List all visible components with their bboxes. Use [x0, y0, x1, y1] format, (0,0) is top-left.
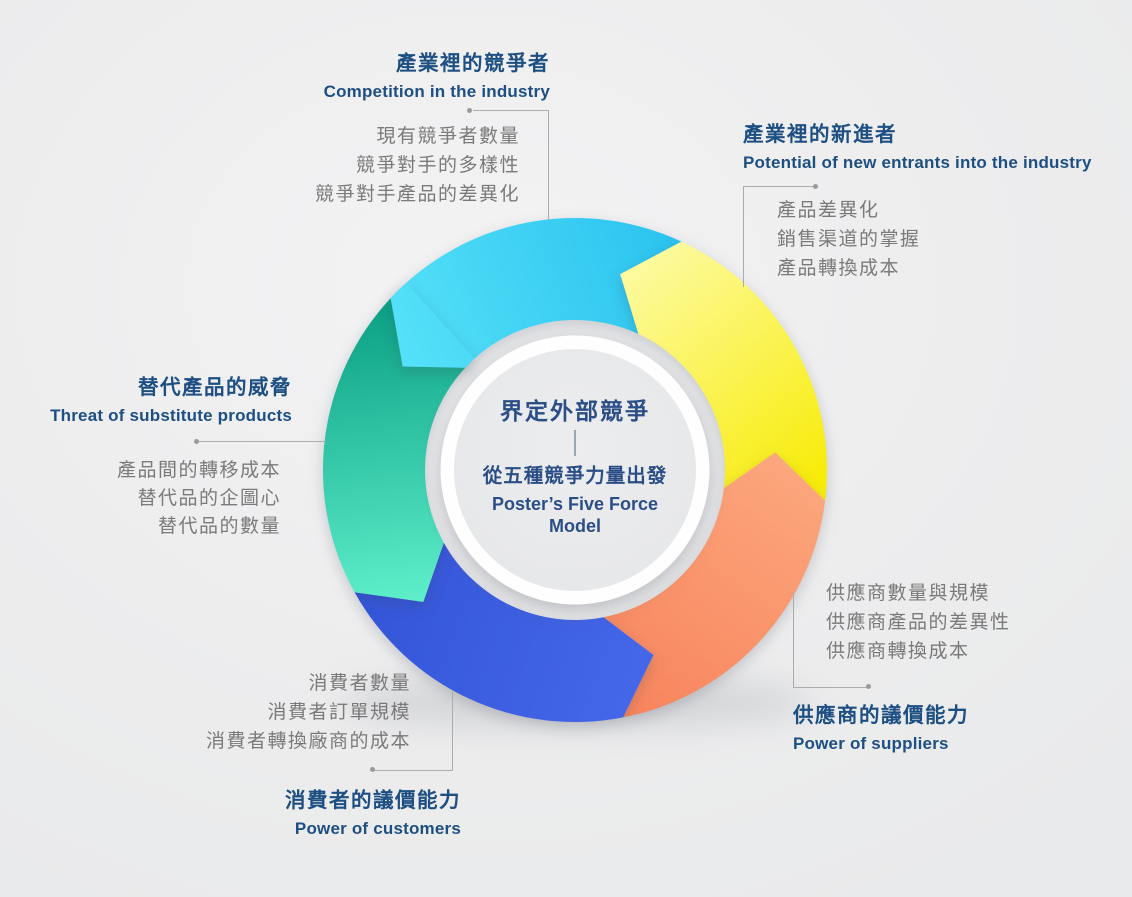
force-item: 消費者轉換廠商的成本: [205, 731, 411, 752]
force-item: 產品間的轉移成本: [116, 460, 281, 481]
force-title-zh-competition: 產業裡的競爭者: [396, 52, 550, 75]
center-divider-line: [574, 430, 576, 456]
force-item: 供應商轉換成本: [826, 641, 970, 662]
force-title-zh-new-entrants: 產業裡的新進者: [743, 123, 897, 146]
center-text-block: 界定外部競爭 從五種競爭力量出發 Poster’s Five Force Mod…: [445, 399, 705, 537]
force-title-zh-substitutes: 替代產品的威脅: [138, 376, 292, 399]
force-group-new-entrants: 產業裡的新進者 Potential of new entrants into t…: [743, 121, 1092, 174]
force-item: 替代品的企圖心: [137, 488, 281, 509]
force-item: 供應商數量與規模: [826, 583, 991, 604]
force-title-zh-suppliers: 供應商的議價能力: [793, 704, 969, 727]
center-circle: [454, 349, 696, 591]
segment-substitutes-arrow: [322, 298, 466, 602]
segment-new-entrants-arrow: [620, 241, 827, 501]
segment-suppliers-arrow: [603, 452, 826, 718]
segment-customers-arrow: [354, 542, 654, 723]
force-item: 供應商產品的差異性: [826, 612, 1011, 633]
connector-dot-new-entrants: [813, 184, 818, 189]
force-title-en-suppliers: Power of suppliers: [793, 734, 949, 753]
force-items-new-entrants: 產品差異化 銷售渠道的掌握 產品轉換成本: [777, 196, 921, 283]
connector-dot-competition: [467, 108, 472, 113]
force-group-substitutes: 替代產品的威脅 Threat of substitute products: [0, 374, 292, 427]
force-items-suppliers: 供應商數量與規模 供應商產品的差異性 供應商轉換成本: [826, 579, 1011, 666]
force-item: 現有競爭者數量: [376, 126, 520, 147]
segment-competition-arrow: [390, 217, 682, 368]
force-items-customers: 消費者數量 消費者訂單規模 消費者轉換廠商的成本: [91, 669, 411, 756]
connector-dot-customers: [370, 767, 375, 772]
force-group-suppliers: 供應商的議價能力 Power of suppliers: [793, 702, 969, 755]
force-item: 替代品的數量: [157, 516, 281, 537]
connector-dot-substitutes: [194, 439, 199, 444]
force-title-en-customers: Power of customers: [294, 819, 461, 838]
force-title-en-competition: Competition in the industry: [323, 82, 550, 101]
force-title-zh-customers: 消費者的議價能力: [285, 789, 461, 812]
force-item: 銷售渠道的掌握: [777, 229, 921, 250]
force-items-competition: 現有競爭者數量 競爭對手的多樣性 競爭對手產品的差異化: [190, 122, 535, 209]
force-title-en-substitutes: Threat of substitute products: [50, 406, 292, 425]
force-items-substitutes: 產品間的轉移成本 替代品的企圖心 替代品的數量: [0, 457, 281, 541]
force-item: 產品轉換成本: [777, 258, 901, 279]
center-model-name-line1: Poster’s Five Force: [491, 494, 659, 514]
force-title-en-new-entrants: Potential of new entrants into the indus…: [743, 153, 1092, 172]
center-title: 界定外部競爭: [500, 398, 650, 424]
center-model-name-line2: Model: [549, 516, 601, 536]
force-item: 競爭對手產品的差異化: [314, 184, 520, 205]
center-model-name: Poster’s Five Force Model: [445, 493, 705, 537]
force-item: 消費者數量: [308, 673, 411, 694]
force-item: 產品差異化: [777, 200, 880, 221]
force-group-customers: 消費者的議價能力 Power of customers: [141, 787, 461, 840]
force-item: 消費者訂單規模: [267, 702, 411, 723]
segment-competition-arrowhead: [390, 282, 475, 368]
center-subtitle: 從五種競爭力量出發: [482, 465, 668, 487]
connector-dot-suppliers: [866, 684, 871, 689]
force-item: 競爭對手的多樣性: [355, 155, 520, 176]
force-group-competition: 產業裡的競爭者 Competition in the industry: [220, 50, 550, 103]
